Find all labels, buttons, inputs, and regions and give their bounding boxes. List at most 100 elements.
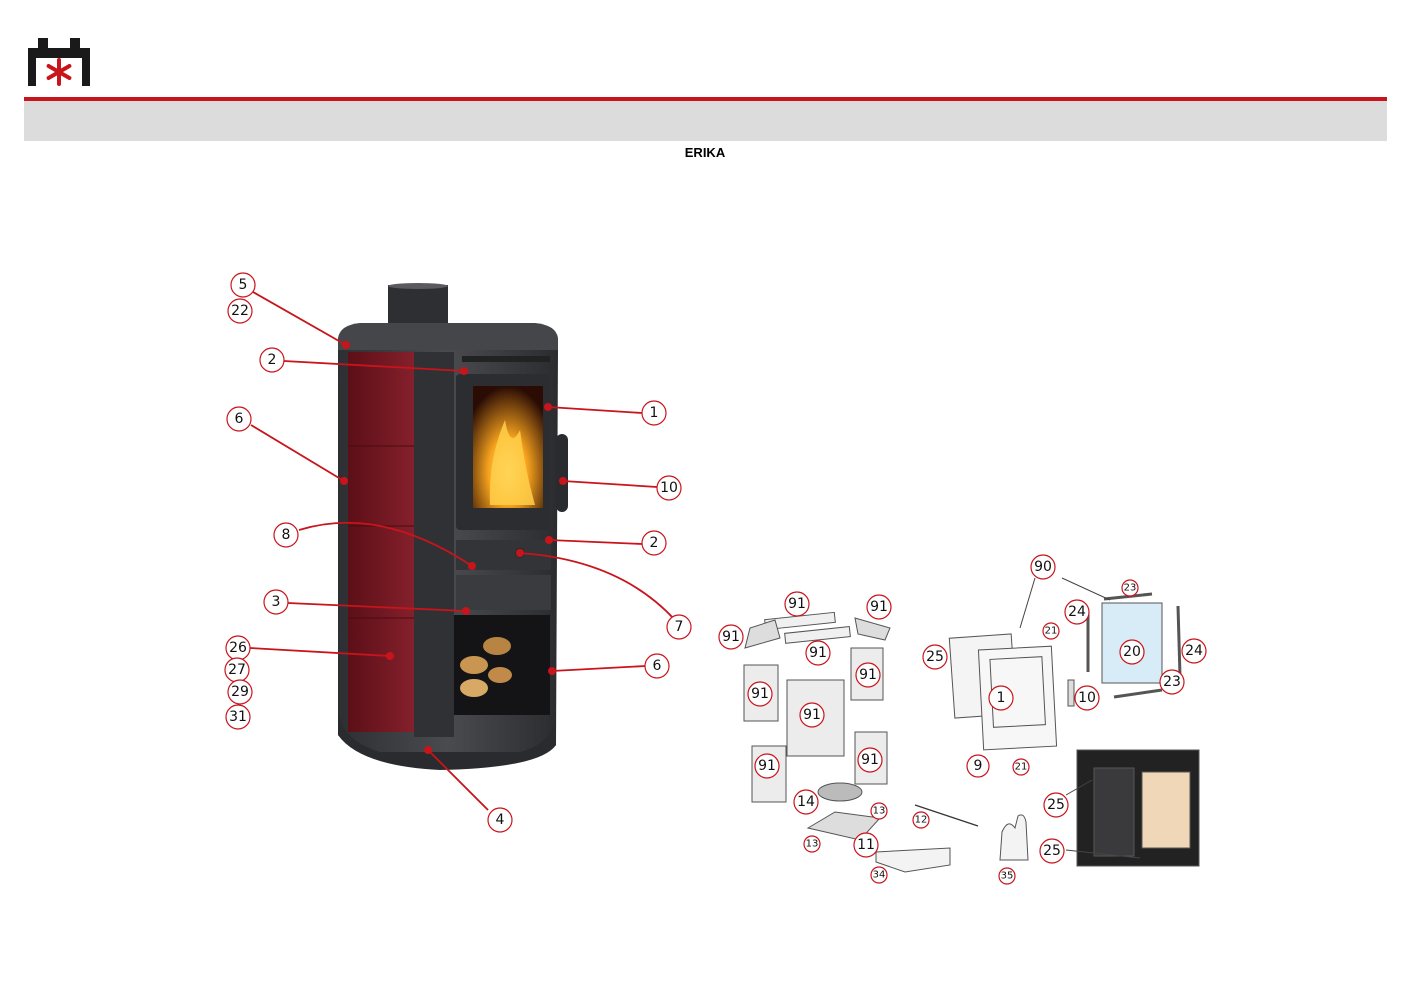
exploded-callout-circle — [1012, 758, 1030, 776]
exploded-callout-circle — [1064, 599, 1090, 625]
exploded-callout-circle — [1121, 579, 1139, 597]
exploded-callout-circle — [805, 640, 831, 666]
main-callout-circle — [644, 653, 670, 679]
exploded-callout-circle — [718, 624, 744, 650]
exploded-callout-circle — [1159, 669, 1185, 695]
exploded-callout-label: 12 — [915, 815, 928, 826]
upper-grille — [462, 356, 550, 362]
exploded-callout-label: 20 — [1123, 644, 1141, 660]
exploded-callout-label: 24 — [1185, 643, 1203, 659]
exploded-callout-label: 91 — [722, 629, 740, 645]
gasket-bottom — [1113, 688, 1163, 699]
header-red-rule — [24, 97, 1387, 101]
main-callout-circle — [227, 298, 253, 324]
exploded-callout-label: 1 — [997, 690, 1006, 706]
exploded-callout-circle — [803, 835, 821, 853]
exploded-callout-circle — [998, 867, 1016, 885]
main-callout-circle — [230, 272, 256, 298]
main-callout-circle — [227, 679, 253, 705]
exploded-callout-circle — [912, 811, 930, 829]
flames — [489, 420, 535, 505]
exploded-callout-circle — [922, 644, 948, 670]
main-callout-label: 27 — [228, 662, 246, 678]
main-callout-circle — [641, 530, 667, 556]
exploded-callout-label: 25 — [1043, 843, 1061, 859]
main-callout-circle — [226, 406, 252, 432]
exploded-callout-circle — [855, 662, 881, 688]
exploded-callout-circle — [1074, 685, 1100, 711]
exploded-door — [977, 645, 1058, 751]
exploded-callout-label: 23 — [1163, 674, 1181, 690]
main-callout-label: 22 — [231, 303, 249, 319]
stove-top — [338, 323, 558, 352]
main-callout-circle — [273, 522, 299, 548]
exploded-callout-circle — [799, 702, 825, 728]
exploded-callout-circle — [1181, 638, 1207, 664]
exploded-callout-label: 14 — [797, 794, 815, 810]
exploded-callout-circle — [857, 747, 883, 773]
exploded-callout-label: 10 — [1078, 690, 1096, 706]
main-callout-circle — [656, 475, 682, 501]
main-leader-lines — [249, 291, 676, 811]
exploded-callout-circle — [754, 753, 780, 779]
exploded-callout-label: 24 — [1068, 604, 1086, 620]
main-callout-label: 8 — [282, 527, 291, 543]
main-callout-circle — [225, 704, 251, 730]
exploded-callout-circle — [1039, 838, 1065, 864]
exploded-callout-circle — [966, 754, 990, 778]
stove-photo — [338, 283, 568, 770]
exploded-callout-label: 21 — [1015, 762, 1028, 773]
main-callout-circle — [641, 400, 667, 426]
exploded-callout-label: 91 — [859, 667, 877, 683]
main-callout-circle — [666, 614, 692, 640]
side-tile-panel — [348, 352, 414, 732]
gasket-top — [1103, 592, 1153, 601]
exploded-callout-label: 90 — [1034, 559, 1052, 575]
exploded-callout-label: 34 — [873, 870, 886, 881]
main-leader-dots — [340, 341, 567, 754]
firewood-logs — [460, 637, 512, 697]
main-callout-label: 6 — [653, 658, 662, 674]
handle-exploded — [1067, 679, 1075, 707]
main-callout-label: 1 — [650, 405, 659, 421]
exploded-parts — [743, 592, 1200, 873]
ash-pan — [875, 847, 951, 873]
exploded-callout-circle — [793, 789, 819, 815]
brick-top-b — [784, 626, 851, 644]
main-callout-label: 4 — [496, 812, 505, 828]
main-callout-label: 26 — [229, 640, 247, 656]
exploded-callout-circle — [1119, 639, 1145, 665]
glove — [999, 814, 1029, 861]
asterisk-icon — [46, 58, 72, 86]
main-callout-label: 2 — [268, 352, 277, 368]
grate — [817, 782, 863, 802]
exploded-callout-label: 91 — [809, 645, 827, 661]
exploded-callout-circle — [853, 832, 879, 858]
main-callout-label: 31 — [229, 709, 247, 725]
poker-rod — [914, 804, 979, 827]
main-callout-circle — [263, 589, 289, 615]
exploded-callout-label: 91 — [861, 752, 879, 768]
lower-panel — [456, 575, 551, 610]
exploded-callout-label: 91 — [870, 599, 888, 615]
exploded-callout-circle — [870, 866, 888, 884]
exploded-callout-circle — [1043, 792, 1069, 818]
exploded-callout-label: 25 — [926, 649, 944, 665]
header-band — [24, 101, 1387, 141]
document-title: ERIKA — [684, 145, 726, 160]
exploded-callout-label: 91 — [751, 686, 769, 702]
main-callout-label: 29 — [231, 684, 249, 700]
bracket-left — [744, 619, 781, 649]
company-logo — [28, 38, 90, 86]
exploded-callout-circle — [870, 802, 888, 820]
exploded-callout-circle — [784, 591, 810, 617]
exploded-callout-label: 21 — [1045, 626, 1058, 637]
exploded-callout-label: 13 — [806, 839, 819, 850]
exploded-callout-label: 11 — [857, 837, 875, 853]
exploded-callout-label: 91 — [758, 758, 776, 774]
bracket-right — [854, 617, 891, 641]
main-callout-circle — [259, 347, 285, 373]
main-callout-circle — [487, 807, 513, 833]
